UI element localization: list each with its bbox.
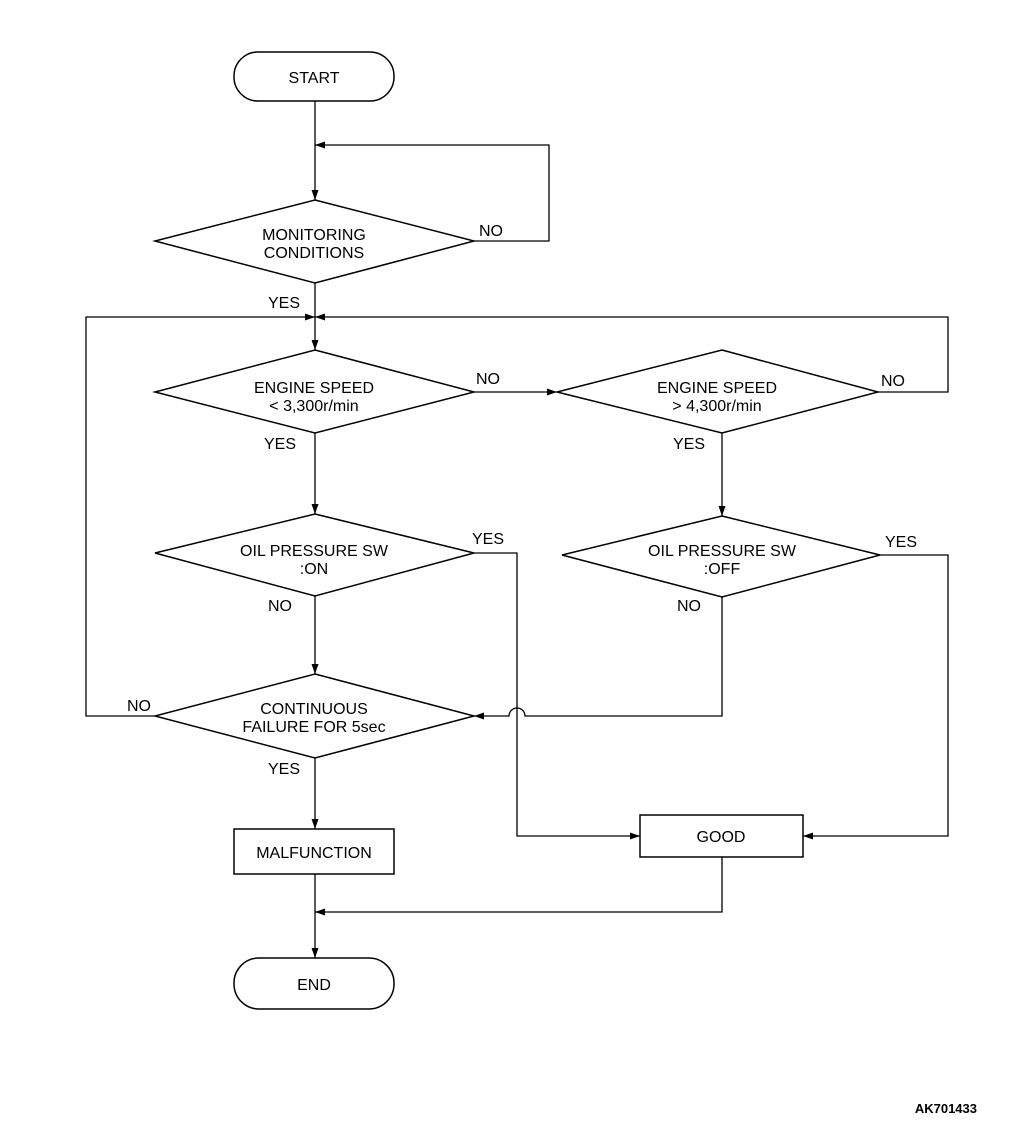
end-label: END xyxy=(297,977,331,994)
continuous-no-label: NO xyxy=(127,698,151,715)
speed-high-yes-label: YES xyxy=(673,436,705,453)
oil-on-no-label: NO xyxy=(268,598,292,615)
edge-good-to-end xyxy=(315,857,723,916)
good-box: GOOD xyxy=(639,814,804,858)
oil-off-no-label: NO xyxy=(677,598,701,615)
edge-continuous-no-loop xyxy=(85,313,315,717)
continuous-failure-decision: CONTINUOUS FAILURE FOR 5sec xyxy=(152,673,477,759)
monitoring-conditions-decision: MONITORING CONDITIONS xyxy=(152,199,477,284)
monitoring-yes-label: YES xyxy=(268,295,300,312)
start-label: START xyxy=(289,70,340,87)
speed-high-no-label: NO xyxy=(881,373,905,390)
speed-low-yes-label: YES xyxy=(264,436,296,453)
edge-oil-off-yes xyxy=(803,554,949,840)
edge-speed-high-no-loop xyxy=(315,313,949,393)
engine-speed-high-decision: ENGINE SPEED > 4,300r/min xyxy=(556,349,881,434)
engine-speed-low-label-line1: ENGINE SPEED xyxy=(254,380,374,397)
start-terminal: START xyxy=(233,51,395,102)
oil-off-yes-label: YES xyxy=(885,534,917,551)
continuous-failure-label-line1: CONTINUOUS xyxy=(260,701,368,718)
engine-speed-low-label-line2: < 3,300r/min xyxy=(269,398,358,415)
end-terminal: END xyxy=(233,957,395,1010)
continuous-failure-label-line2: FAILURE FOR 5sec xyxy=(242,719,385,736)
engine-speed-high-label-line1: ENGINE SPEED xyxy=(657,380,777,397)
edge-oil-off-no xyxy=(474,597,723,720)
oil-pressure-on-decision: OIL PRESSURE SW :ON xyxy=(154,513,475,597)
oil-pressure-on-label-line1: OIL PRESSURE SW xyxy=(240,543,389,560)
edge-oil-on-yes xyxy=(474,552,640,840)
oil-pressure-off-label-line1: OIL PRESSURE SW xyxy=(648,543,797,560)
malfunction-box: MALFUNCTION xyxy=(233,828,395,875)
monitoring-no-label: NO xyxy=(479,223,503,240)
good-label: GOOD xyxy=(697,829,746,846)
oil-pressure-on-label-line2: :ON xyxy=(300,561,328,578)
oil-pressure-off-label-line2: :OFF xyxy=(704,561,741,578)
monitoring-label-line2: CONDITIONS xyxy=(264,245,364,262)
oil-pressure-off-decision: OIL PRESSURE SW :OFF xyxy=(561,515,881,598)
monitoring-label-line1: MONITORING xyxy=(262,227,366,244)
engine-speed-low-decision: ENGINE SPEED < 3,300r/min xyxy=(152,349,477,434)
oil-on-yes-label: YES xyxy=(472,531,504,548)
speed-low-no-label: NO xyxy=(476,371,500,388)
continuous-yes-label: YES xyxy=(268,761,300,778)
malfunction-label: MALFUNCTION xyxy=(256,845,372,862)
reference-code: AK701433 xyxy=(915,1101,977,1116)
engine-speed-high-label-line2: > 4,300r/min xyxy=(672,398,761,415)
edge-monitoring-no-loop xyxy=(315,141,550,242)
